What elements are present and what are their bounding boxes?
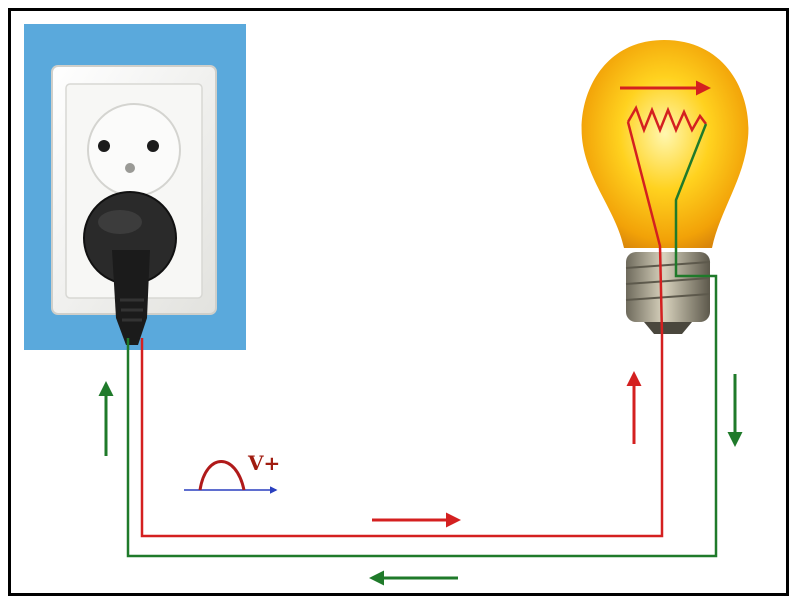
voltage-waveform: V+ [184,451,280,494]
filament [626,105,707,134]
plug-icon [83,191,177,345]
bulb-glass [581,40,749,248]
light-bulb-icon [581,40,749,334]
bulb-base [626,252,710,322]
live-wire [140,121,664,538]
half-sine-wave [198,460,246,491]
neutral-wire [126,123,718,558]
voltage-label: V+ [247,451,280,475]
